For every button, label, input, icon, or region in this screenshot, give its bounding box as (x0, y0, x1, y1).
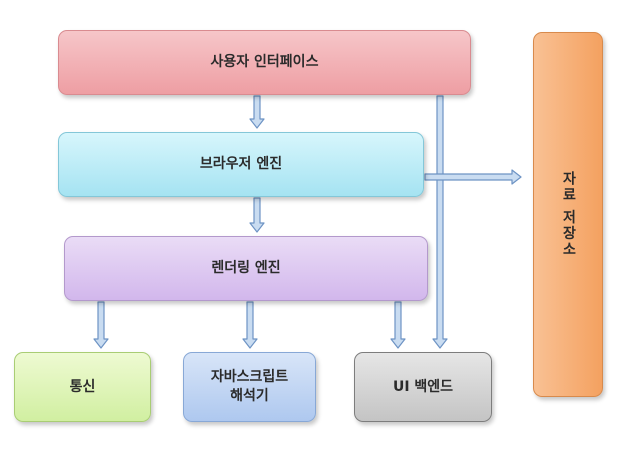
node-browser-engine-label: 브라우저 엔진 (199, 156, 283, 172)
node-browser-engine: 브라우저 엔진 (58, 132, 424, 197)
node-user-interface-label: 사용자 인터페이스 (210, 54, 319, 70)
edge-render-to-js-arrow (242, 301, 258, 349)
edge-browser-to-render-arrow (249, 197, 265, 233)
edge-ui-to-backend-arrow (432, 95, 448, 349)
node-rendering-engine: 렌더링 엔진 (64, 236, 428, 301)
node-user-interface: 사용자 인터페이스 (58, 30, 471, 95)
node-networking-label: 통신 (69, 378, 96, 395)
node-networking: 통신 (14, 352, 151, 422)
node-ui-backend-label: UI 백엔드 (392, 378, 454, 395)
node-rendering-engine-label: 렌더링 엔진 (211, 260, 281, 276)
node-data-storage: 자료 저장소 (533, 32, 603, 397)
node-data-storage-label: 자료 저장소 (560, 171, 577, 258)
edge-ui-to-browser-arrow (249, 95, 265, 129)
edge-render-to-network-arrow (93, 301, 109, 349)
edge-browser-to-storage-arrow (424, 169, 522, 185)
edge-render-to-backend-arrow (390, 301, 406, 349)
node-ui-backend: UI 백엔드 (354, 352, 492, 422)
node-js-interpreter: 자바스크립트 해석기 (183, 352, 316, 422)
node-js-interpreter-label: 자바스크립트 해석기 (210, 369, 289, 404)
